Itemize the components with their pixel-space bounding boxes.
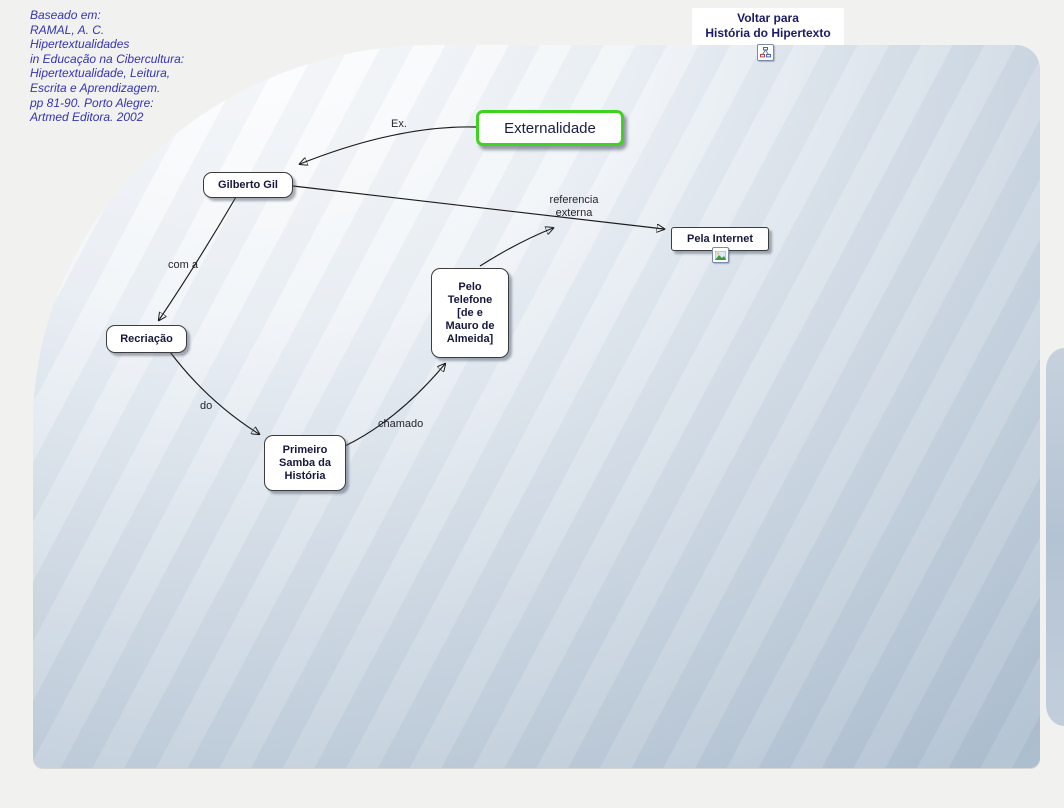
link-label-com-a: com a [168,259,198,271]
citation-text: Baseado em: RAMAL, A. C. Hipertextualida… [30,8,185,125]
node-label: Pelo Telefone [de e Mauro de Almeida] [445,280,495,345]
node-label: Externalidade [504,119,596,137]
link-label-referencia-externa: referencia externa [549,194,599,219]
node-gilberto-gil[interactable]: Gilberto Gil [203,172,293,198]
back-link[interactable]: Voltar para História do Hipertexto [705,11,831,40]
node-pelo-telefone[interactable]: Pelo Telefone [de e Mauro de Almeida] [431,268,509,358]
node-label: Gilberto Gil [218,178,278,191]
link-label-do: do [200,400,213,412]
image-icon-glyph [715,250,726,260]
node-label: Pela Internet [686,232,754,245]
canvas-overflow-sliver [1046,348,1064,726]
map-canvas [33,45,1040,768]
cmap-icon-glyph [760,47,771,58]
node-recriacao[interactable]: Recriação [106,325,187,353]
link-label-ex: Ex. [391,118,407,130]
node-label: Primeiro Samba da História [279,443,331,482]
node-externalidade[interactable]: Externalidade [476,110,624,146]
node-label: Recriação [120,332,173,345]
node-primeiro-samba-da-historia[interactable]: Primeiro Samba da História [264,435,346,491]
image-icon[interactable] [712,247,729,263]
back-link-box: Voltar para História do Hipertexto [692,8,844,45]
cmap-document-icon[interactable] [757,44,774,61]
link-label-chamado: chamado [378,418,424,430]
